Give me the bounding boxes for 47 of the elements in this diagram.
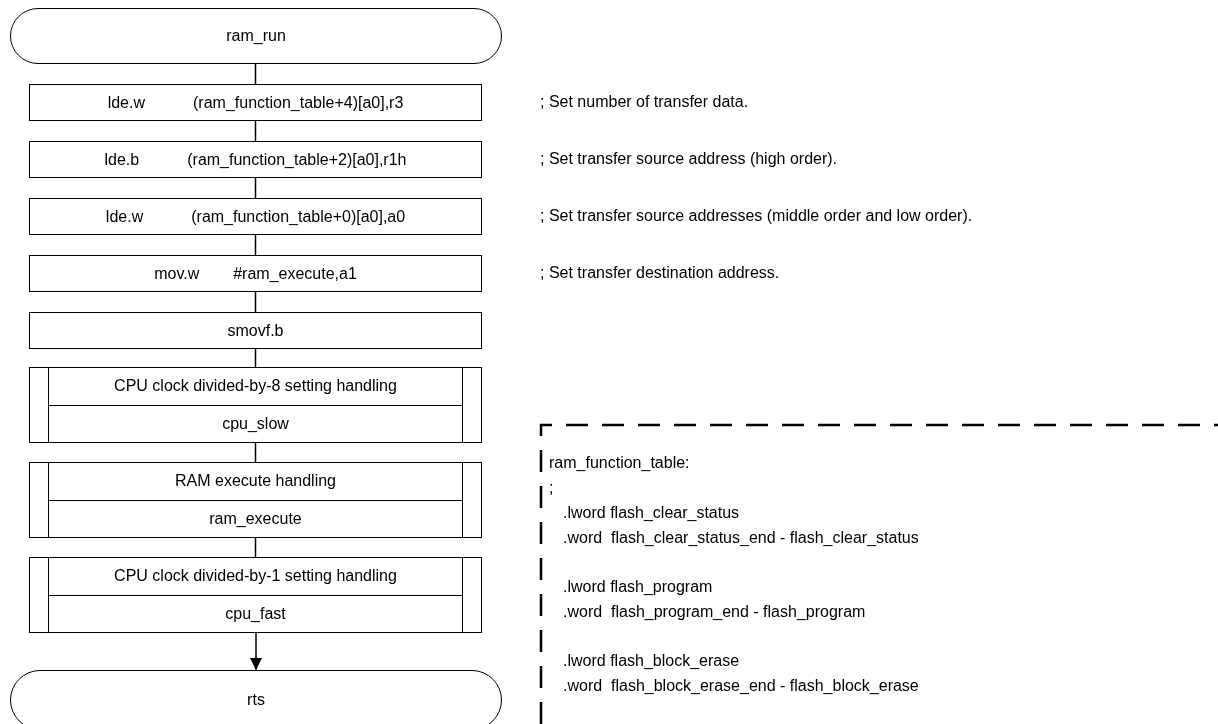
code-line: .lword flash_clear_status xyxy=(563,503,741,523)
terminator-shape xyxy=(10,8,502,64)
instruction-operand: #ram_execute,a1 xyxy=(233,264,357,283)
instruction-mnemonic: lde.w xyxy=(105,207,144,226)
connector-line xyxy=(254,120,257,142)
terminator-label: rts xyxy=(247,691,265,709)
code-line: .word flash_clear_status_end - flash_clear_status xyxy=(563,528,920,548)
code-line: .lword flash_program xyxy=(563,577,714,597)
instruction-mnemonic: mov.w xyxy=(154,264,200,283)
process-box xyxy=(29,255,482,292)
connector-line xyxy=(254,537,257,558)
terminator-label: ram_run xyxy=(226,27,286,45)
code-line: ; xyxy=(549,478,555,498)
connector-line xyxy=(254,177,257,199)
subroutine-name: ram_execute xyxy=(209,509,302,528)
instruction-mnemonic: lde.w xyxy=(107,93,145,112)
code-line: .word flash_block_erase_end - flash_block_erase xyxy=(563,676,920,696)
comment-text: ; Set transfer source address (high order). xyxy=(540,149,838,168)
process-box xyxy=(29,312,482,349)
subroutine-title: RAM execute handling xyxy=(175,472,336,491)
subroutine-title: CPU clock divided-by-8 setting handling xyxy=(114,377,397,396)
instruction-mnemonic: smovf.b xyxy=(227,321,284,340)
comment-text: ; Set transfer destination address. xyxy=(540,263,780,282)
code-line: .lword flash_block_erase xyxy=(563,651,741,671)
process-box xyxy=(29,198,482,235)
connector-line xyxy=(254,442,257,463)
comment-text: ; Set number of transfer data. xyxy=(540,92,749,111)
subroutine-name: cpu_fast xyxy=(225,604,286,623)
subroutine-box xyxy=(29,367,482,443)
subroutine-box xyxy=(29,462,482,538)
instruction-operand: (ram_function_table+4)[a0],r3 xyxy=(193,93,404,112)
code-line: ram_function_table: xyxy=(549,453,691,473)
code-line: .word flash_program_end - flash_program xyxy=(563,602,867,622)
instruction-operand: (ram_function_table+2)[a0],r1h xyxy=(187,150,407,169)
connector-line xyxy=(254,63,257,85)
subroutine-box xyxy=(29,557,482,633)
arrow xyxy=(250,632,262,671)
connector-line xyxy=(254,291,257,313)
instruction-mnemonic: lde.b xyxy=(104,150,140,169)
connector-line xyxy=(254,234,257,256)
subroutine-name: cpu_slow xyxy=(222,414,289,433)
terminator-shape xyxy=(10,670,502,724)
instruction-operand: (ram_function_table+0)[a0],a0 xyxy=(191,207,406,226)
subroutine-title: CPU clock divided-by-1 setting handling xyxy=(114,567,397,586)
process-box xyxy=(29,84,482,121)
comment-text: ; Set transfer source addresses (middle order and low order). xyxy=(540,206,973,225)
process-box xyxy=(29,141,482,178)
